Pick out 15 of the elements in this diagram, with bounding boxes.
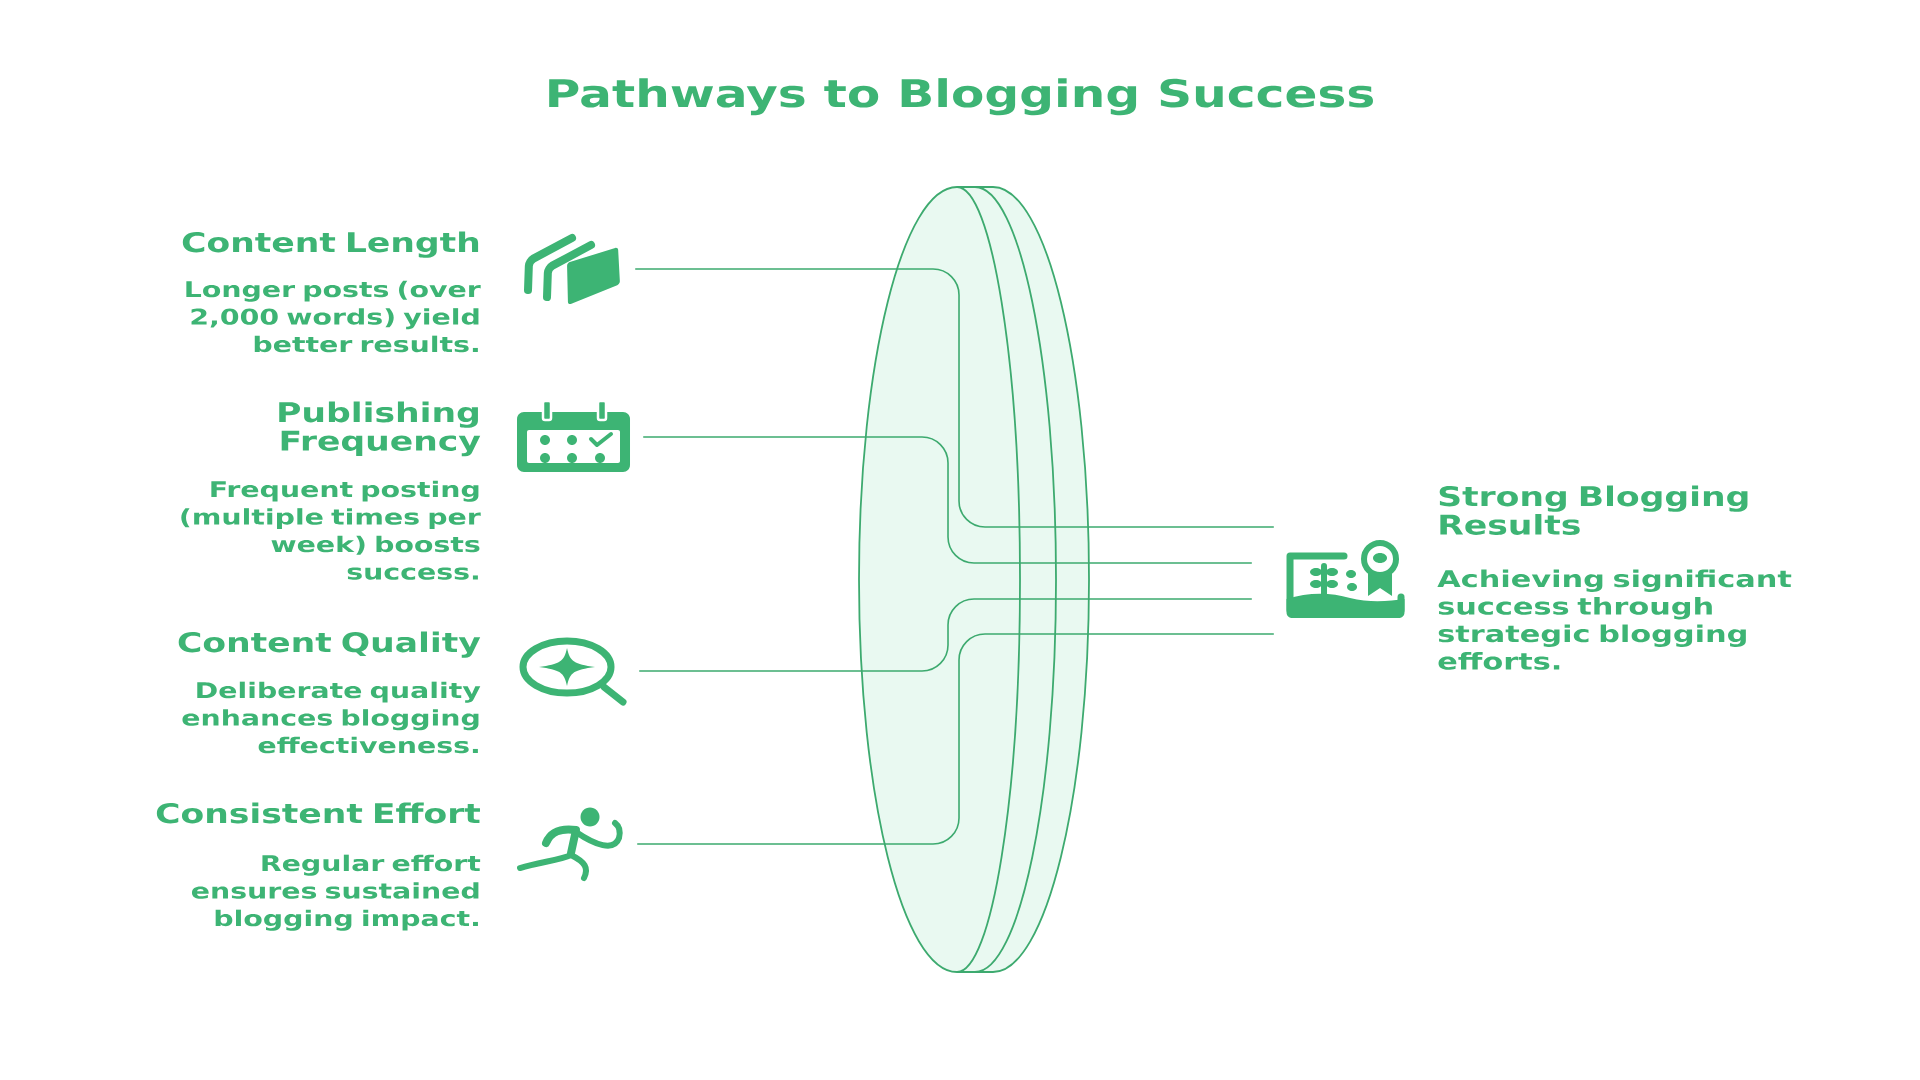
item-description: Regular effort ensures sustained blogging impact. (192, 854, 481, 931)
item-description: Frequent posting (multiple times per week) boosts success. (181, 480, 481, 580)
result-heading: Strong Blogging Results (1439, 485, 1748, 535)
connector-line (638, 598, 1253, 672)
item-description: Longer posts (over 2,000 words) yield better results. (186, 280, 481, 353)
connector-line (636, 633, 1275, 845)
item-heading: Publishing Frequency (279, 401, 481, 457)
item-heading: Consistent Effort (156, 802, 480, 824)
connector-line (634, 268, 1275, 528)
title: Pathways to Blogging Success (549, 78, 1373, 116)
connector-line (642, 436, 1253, 564)
item-heading: Content Quality (178, 631, 481, 658)
result-description: Achieving significant success through strategic blogging efforts. (1437, 569, 1792, 670)
item-heading: Content Length (182, 231, 479, 258)
item-description: Deliberate quality enhances blogging effectiveness. (182, 681, 481, 754)
